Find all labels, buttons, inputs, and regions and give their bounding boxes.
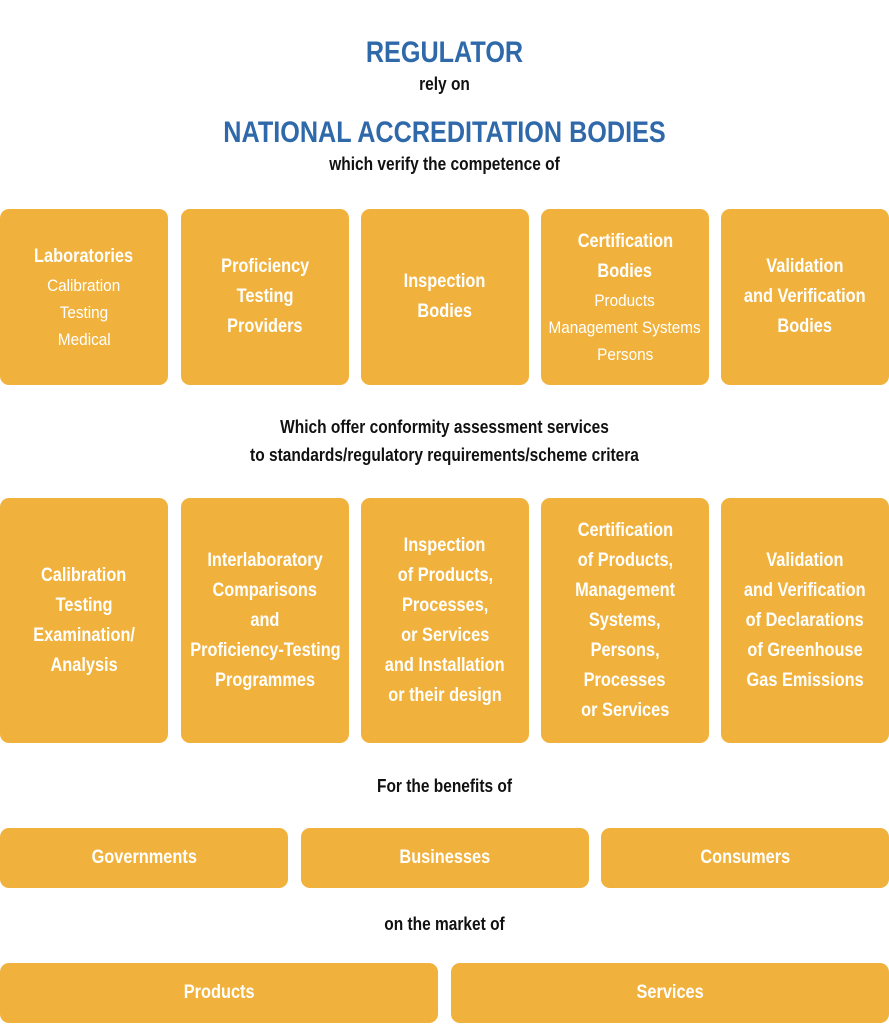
service-box: Inspection of Products, Processes, or Servi… (361, 498, 529, 743)
body-title-line: and Verification (744, 286, 866, 307)
body-title-line: Providers (227, 316, 303, 337)
service-line: Gas Emissions (746, 669, 864, 691)
body-scope-item: Products (594, 290, 656, 310)
benefit-label: Governments (91, 847, 197, 868)
service-line: Examination/ (33, 624, 135, 646)
market-box: Products (0, 963, 438, 1023)
body-title-line: Bodies (417, 301, 473, 322)
body-title-line: Bodies (777, 316, 833, 337)
offer-line-2: to standards/regulatory requirements/sch… (250, 445, 639, 465)
body-title-line: Validation (766, 256, 844, 277)
verify-text: which verify the competence of (329, 154, 560, 174)
service-line: Management (575, 579, 675, 601)
benefit-box: Businesses (301, 828, 589, 888)
body-scope-item: Calibration (47, 275, 121, 295)
service-line: Processes (584, 669, 666, 691)
offer-line-1: Which offer conformity assessment servic… (280, 417, 609, 437)
service-line: Calibration (41, 564, 127, 586)
benefits-label: For the benefits of (376, 776, 513, 796)
service-line: or their design (388, 684, 502, 706)
service-line: Processes, (401, 594, 489, 616)
service-line: or Services (580, 699, 670, 721)
rely-on-text: rely on (419, 74, 470, 94)
body-scope-item: Medical (57, 329, 111, 349)
service-line: Systems, (589, 609, 661, 631)
body-title-line: Certification (577, 230, 673, 252)
service-line: and (250, 609, 280, 631)
benefit-label: Businesses (399, 847, 491, 868)
benefit-box: Consumers (601, 828, 889, 888)
body-scope-item: Persons (596, 344, 654, 364)
market-label: Products (183, 982, 255, 1003)
body-scope-item: Management Systems (548, 317, 702, 337)
service-line: Comparisons (212, 579, 318, 601)
service-line: Programmes (215, 669, 315, 691)
service-line: Certification (577, 519, 673, 541)
benefit-label: Consumers (700, 847, 790, 868)
service-box: Validation and Verification of Declaration… (721, 498, 889, 743)
benefit-box: Governments (0, 828, 288, 888)
service-line: Inspection (404, 534, 486, 556)
market-label: on the market of (384, 914, 505, 934)
market-label: Services (636, 982, 704, 1003)
body-title-line: Laboratories (34, 245, 134, 267)
regulator-heading: REGULATOR (365, 36, 524, 69)
body-title-line: Inspection (404, 271, 486, 292)
service-line: of Declarations (745, 609, 865, 631)
service-line: of Products, (397, 564, 493, 586)
body-scope-item: Testing (59, 302, 109, 322)
service-line: Analysis (50, 654, 118, 676)
body-title-line: Testing (236, 286, 294, 307)
service-line: Persons, (590, 639, 660, 661)
service-line: Interlaboratory (207, 549, 323, 571)
nab-heading: NATIONAL ACCREDITATION BODIES (223, 116, 666, 149)
service-line: and Installation (385, 654, 505, 676)
market-box: Services (451, 963, 889, 1023)
service-line: of Greenhouse (747, 639, 863, 661)
body-title-line: Proficiency (220, 256, 310, 277)
service-line: Validation (766, 549, 844, 571)
service-line: of Products, (577, 549, 673, 571)
body-title-line: Bodies (597, 260, 653, 282)
service-line: and Verification (744, 579, 866, 601)
service-line: or Services (400, 624, 490, 646)
service-line: Testing (55, 594, 113, 616)
service-line: Proficiency-Testing (189, 639, 341, 661)
